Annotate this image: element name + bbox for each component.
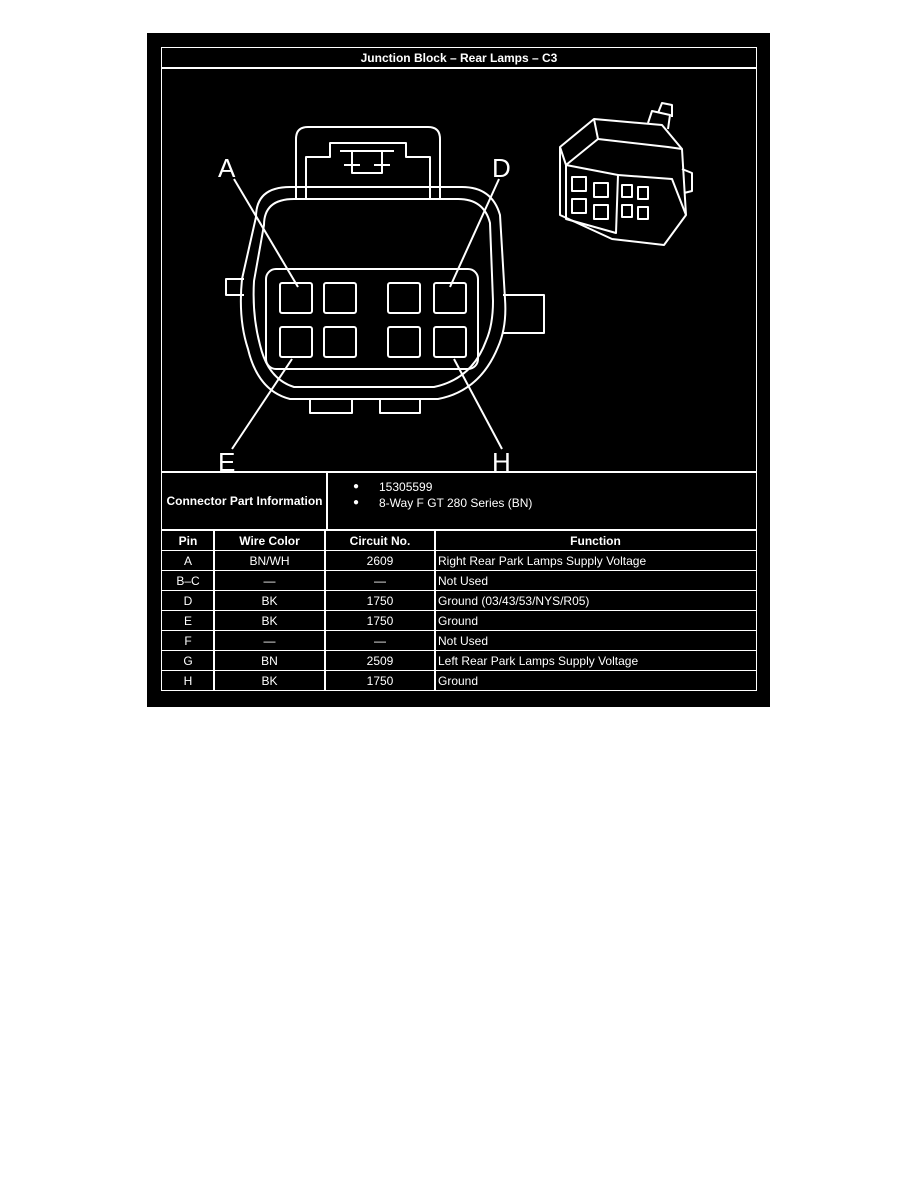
cavity-b [323,282,357,314]
part-number: 15305599 [379,480,433,494]
cell-pin: H [161,670,215,691]
cell-circuit-number: 2609 [324,550,436,571]
bottom-keys [309,399,421,414]
cell-wire-color: — [213,570,326,591]
cell-circuit-number: 1750 [324,610,436,631]
cell-pin: B–C [161,570,215,591]
cell-function: Right Rear Park Lamps Supply Voltage [434,550,757,571]
cell-pin: A [161,550,215,571]
right-side-tab [503,294,545,334]
connector-body-outline [239,186,507,400]
cell-wire-color: BN [213,650,326,671]
leader-line-a [233,178,299,288]
connector-sheet: Junction Block – Rear Lamps – C3 [147,33,770,707]
cavity-d [433,282,467,314]
cavity-g [387,326,421,358]
header-wire-color: Wire Color [213,530,326,551]
leader-line-d [449,178,500,288]
pin-label-d: D [492,153,511,183]
cell-pin: D [161,590,215,611]
cell-function: Left Rear Park Lamps Supply Voltage [434,650,757,671]
connector-3d-view [559,102,693,246]
latch-detail [340,150,394,174]
cell-wire-color: — [213,630,326,651]
cell-pin: E [161,610,215,631]
bullet-icon: ● [353,497,360,508]
connector-diagram: A D E H [161,68,757,472]
left-side-tab [225,278,244,296]
connector-series-item: ● 8-Way F GT 280 Series (BN) [353,495,756,511]
connector-info-label: Connector Part Information [161,472,328,530]
latch-housing-outline [295,126,441,199]
leader-line-h [453,358,503,450]
cell-function: Ground [434,670,757,691]
cell-circuit-number: 1750 [324,670,436,691]
pin-label-a: A [218,153,236,183]
connector-series: 8-Way F GT 280 Series (BN) [379,496,533,510]
header-circuit-number: Circuit No. [324,530,436,551]
cell-function: Not Used [434,570,757,591]
cell-function: Ground [434,610,757,631]
cavity-c [387,282,421,314]
cell-circuit-number: — [324,630,436,651]
part-number-item: ● 15305599 [353,479,756,495]
pin-label-h: H [492,447,511,472]
cavity-e [279,326,313,358]
connector-face-view: A D E H [218,102,693,472]
connector-info-values: ● 15305599 ● 8-Way F GT 280 Series (BN) [326,472,757,530]
sheet-title: Junction Block – Rear Lamps – C3 [161,47,757,68]
cell-function: Not Used [434,630,757,651]
cell-circuit-number: 1750 [324,590,436,611]
cavity-a [279,282,313,314]
cell-circuit-number: — [324,570,436,591]
cell-function: Ground (03/43/53/NYS/R05) [434,590,757,611]
cavity-area [265,268,479,370]
pin-label-e: E [218,447,235,472]
cell-wire-color: BK [213,670,326,691]
connector-inner-outline [252,198,494,388]
cavity-f [323,326,357,358]
header-pin: Pin [161,530,215,551]
cell-pin: F [161,630,215,651]
latch-outline [305,142,431,199]
cell-circuit-number: 2509 [324,650,436,671]
cell-wire-color: BN/WH [213,550,326,571]
leader-line-e [231,358,293,450]
bullet-icon: ● [353,481,360,492]
cell-wire-color: BK [213,590,326,611]
cell-pin: G [161,650,215,671]
cavity-h [433,326,467,358]
cell-wire-color: BK [213,610,326,631]
header-function: Function [434,530,757,551]
